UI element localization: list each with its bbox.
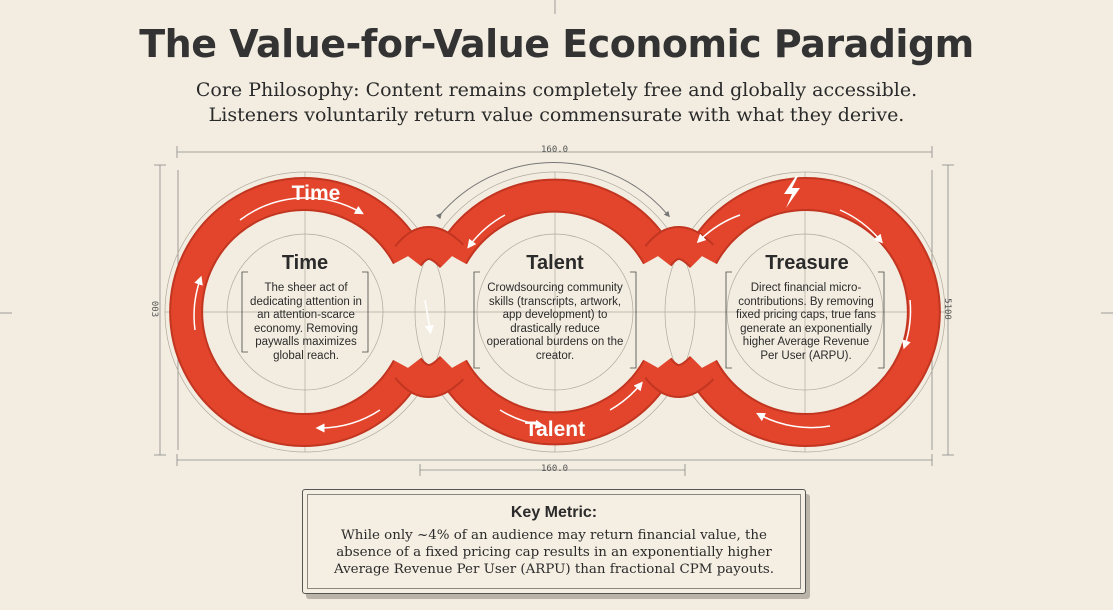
node-title-treasure: Treasure [765, 252, 849, 274]
key-metric-inner-frame [307, 494, 801, 589]
dimension-guides [0, 0, 1113, 476]
ring-talent [437, 178, 673, 446]
node-description-talent: Crowdsourcing community skills (transcri… [486, 282, 624, 362]
text-frames [241, 271, 885, 369]
ring-label-time: Time [292, 182, 341, 205]
ring-label-talent: Talent [525, 418, 585, 441]
subtitle: Core Philosophy: Content remains complet… [0, 78, 1113, 128]
outer-arrows [435, 161, 670, 220]
dim-bottom-label: 160.0 [541, 464, 569, 474]
ring-treasure [687, 177, 941, 447]
node-description-time: The sheer act of dedicating attention in… [250, 282, 362, 362]
page-title: The Value-for-Value Economic Paradigm [139, 22, 974, 66]
node-title-talent: Talent [526, 252, 584, 274]
ring-time [169, 177, 423, 447]
key-metric-title: Key Metric: [510, 504, 598, 521]
subtitle-line-1: Core Philosophy: Content remains complet… [195, 79, 918, 101]
subtitle-line-2: Listeners voluntarily return value comme… [208, 104, 905, 126]
key-metric-box: Key Metric: While only ~4% of an audienc… [302, 489, 806, 594]
dim-top-label: 160.0 [541, 145, 569, 155]
construction-lines [164, 171, 946, 453]
ring-crossings [394, 226, 715, 398]
key-metric-body: While only ~4% of an audience may return… [333, 528, 775, 577]
dim-right-label: 5100 [941, 298, 952, 320]
dim-left-label: 003 [149, 300, 160, 318]
flow-arrows [193, 197, 912, 433]
lightning-bolt-icon [784, 176, 800, 208]
node-title-time: Time [281, 252, 329, 274]
node-description-treasure: Direct financial micro-contributions. By… [736, 282, 876, 362]
